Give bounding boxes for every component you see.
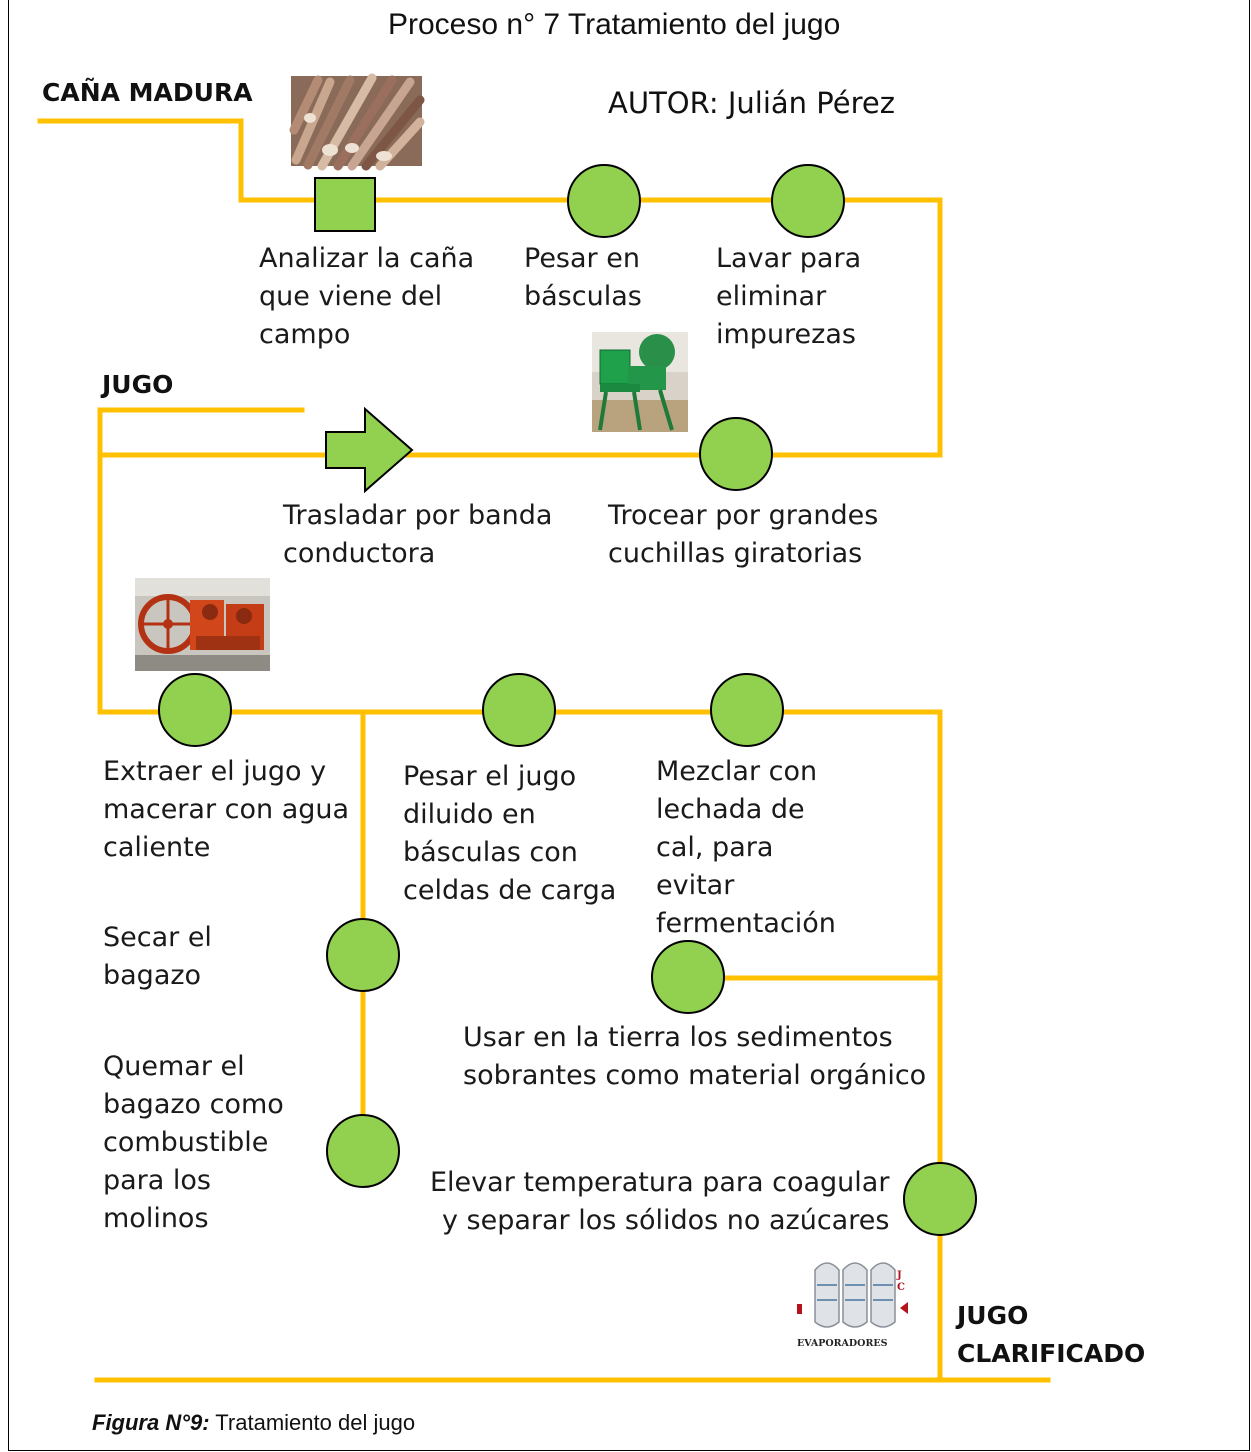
page-title: Proceso n° 7 Tratamiento del jugo (388, 8, 841, 41)
step-extraer-text: Extraer el jugo y macerar con agua calie… (103, 756, 350, 863)
chopping-machine-photo (592, 332, 688, 432)
figure-frame (8, 0, 1250, 1451)
sugar-mill-photo (135, 578, 270, 671)
step-usar-tierra-text: Usar en la tierra los sedimentos sobrant… (463, 1022, 927, 1091)
figure-caption: Figura N°9: Tratamiento del jugo (92, 1410, 415, 1436)
author-label: AUTOR: Julián Pérez (608, 86, 895, 120)
step-trasladar-text: Trasladar por banda conductora (283, 500, 553, 569)
step-secar-text: Secar el bagazo (103, 922, 212, 991)
sugarcane-photo (289, 73, 425, 171)
evaporators-illustration: J C EVAPORADORES (797, 1262, 908, 1349)
step-pesar-basculas-text: Pesar en básculas (524, 243, 642, 312)
step-quemar-text: Quemar el bagazo como combustible para l… (103, 1051, 284, 1234)
operation-node-pesar-basculas (567, 164, 641, 238)
step-analizar-text: Analizar la caña que viene del campo (259, 243, 475, 350)
operation-node-quemar (326, 1114, 400, 1188)
operation-node-lavar (771, 164, 845, 238)
svg-text:J: J (896, 1270, 902, 1281)
step-lavar-text: Lavar para eliminar impurezas (716, 243, 862, 350)
step-pesar-jugo-text: Pesar el jugo diluido en básculas con ce… (403, 761, 617, 906)
operation-node-secar (326, 918, 400, 992)
jugo-label: JUGO (102, 370, 174, 399)
operation-node-usar-tierra (651, 940, 725, 1014)
step-elevar-text: Elevar temperatura para coagular y separ… (430, 1167, 890, 1236)
svg-text:C: C (897, 1282, 905, 1293)
operation-node-extraer (158, 673, 232, 747)
transport-arrow-node (325, 406, 414, 494)
step-trocear-text: Trocear por grandes cuchillas giratorias (608, 500, 879, 569)
operation-node-mezclar (710, 673, 784, 747)
step-mezclar-text: Mezclar con lechada de cal, para evitar … (656, 756, 836, 939)
operation-node-pesar-jugo (482, 673, 556, 747)
figure-number: Figura N°9: (92, 1410, 210, 1435)
figure-caption-text: Tratamiento del jugo (209, 1410, 416, 1435)
operation-node-elevar (903, 1162, 977, 1236)
jugo-clarificado-label: JUGO CLARIFICADO (957, 1301, 1146, 1368)
cana-madura-label: CAÑA MADURA (42, 78, 253, 107)
inspection-node-analizar (314, 177, 376, 232)
operation-node-trocear (699, 417, 773, 491)
evaporators-label: EVAPORADORES (797, 1338, 888, 1349)
